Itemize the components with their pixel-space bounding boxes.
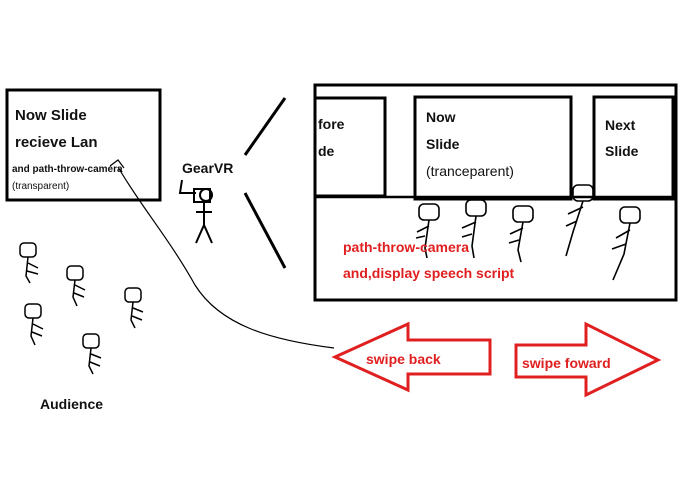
before-slide-box [313,96,387,198]
view-line-bottom [243,192,287,269]
left-slide-line1: Now Slide [15,107,87,124]
next-slide-line1: Next [605,117,636,133]
view-caption-line1: path-throw-camera [343,239,469,255]
connector-arrowhead-icon [109,159,125,169]
view-person-icon [415,203,440,259]
now-slide-line2: Slide [426,136,460,152]
next-slide-line2: Slide [605,143,639,159]
swipe-forward-label: swipe foward [522,355,611,371]
left-slide-line3: and path-throw-camera [12,164,123,175]
audience-label: Audience [40,396,103,412]
left-slide-box [5,88,162,202]
audience-person-icon [24,303,44,346]
swipe-forward-arrow[interactable] [514,321,662,398]
audience-person-icon [66,265,86,307]
next-slide-box [592,95,675,201]
left-slide-line2: recieve Lan [15,134,98,151]
gearvr-headset-icon [178,179,213,244]
swipe-back-label: swipe back [366,351,441,367]
left-slide-line4: (transparent) [12,181,69,192]
view-person-icon [611,206,641,281]
audience-person-icon [82,333,102,375]
audience-person-icon [124,287,144,329]
now-slide-line3: (tranceparent) [426,163,514,179]
view-person-icon [565,184,594,257]
view-person-icon [461,199,487,259]
now-slide-box [413,95,573,201]
view-caption-line2: and,display speech script [343,265,515,281]
swipe-back-arrow[interactable] [331,321,492,393]
view-person-icon [508,205,534,263]
gearvr-label: GearVR [182,160,233,176]
audience-person-icon [19,242,39,284]
now-slide-line1: Now [426,109,456,125]
before-slide-line2: de [318,143,335,159]
view-line-top [243,97,287,156]
before-slide-line1: fore [318,116,345,132]
connector-curve [117,166,335,349]
